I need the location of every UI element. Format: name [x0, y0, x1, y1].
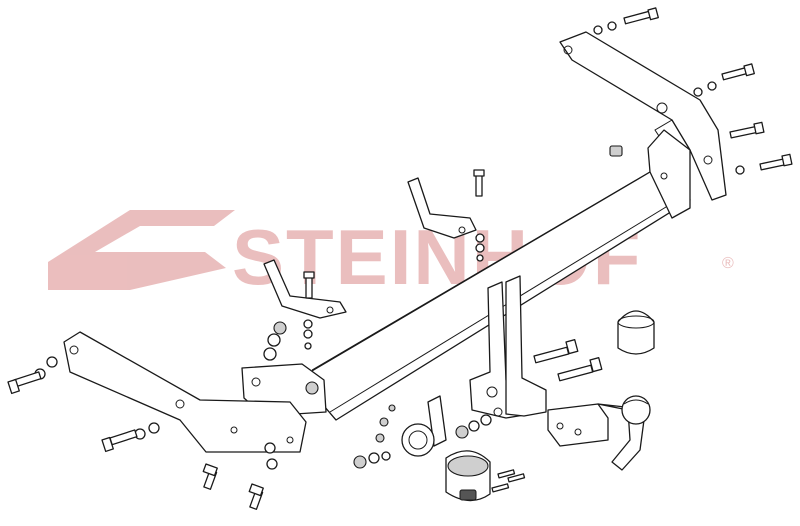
bolt-set-left-bottom [101, 422, 160, 453]
electrical-socket [445, 450, 491, 502]
long-bolts-tow-bar [533, 339, 603, 382]
electrical-socket-bracket [401, 395, 447, 457]
left-mounting-bracket [63, 331, 307, 453]
upper-support-bracket-center [407, 177, 477, 239]
brand-swoosh-logo [48, 210, 235, 290]
bolt-set-left-top [7, 356, 58, 395]
bolt-set-right-middle [693, 63, 755, 97]
tow-ball-neck [547, 395, 651, 471]
bolt-set-right-top [593, 7, 659, 35]
vertical-bolt-left [303, 271, 315, 350]
upper-support-bracket-left [263, 259, 347, 319]
bolt-set-left-vertical [202, 442, 278, 510]
drop-bracket-plates [469, 275, 547, 419]
right-mounting-bracket [559, 31, 727, 201]
nut-right [609, 145, 623, 157]
bolt-set-right-lower [729, 121, 793, 175]
tow-ball-cap [617, 310, 655, 355]
nut-washer-stack-left [263, 321, 287, 361]
socket-screws [353, 404, 526, 493]
vertical-bolt-center [473, 169, 485, 262]
registered-mark: ® [722, 255, 734, 272]
